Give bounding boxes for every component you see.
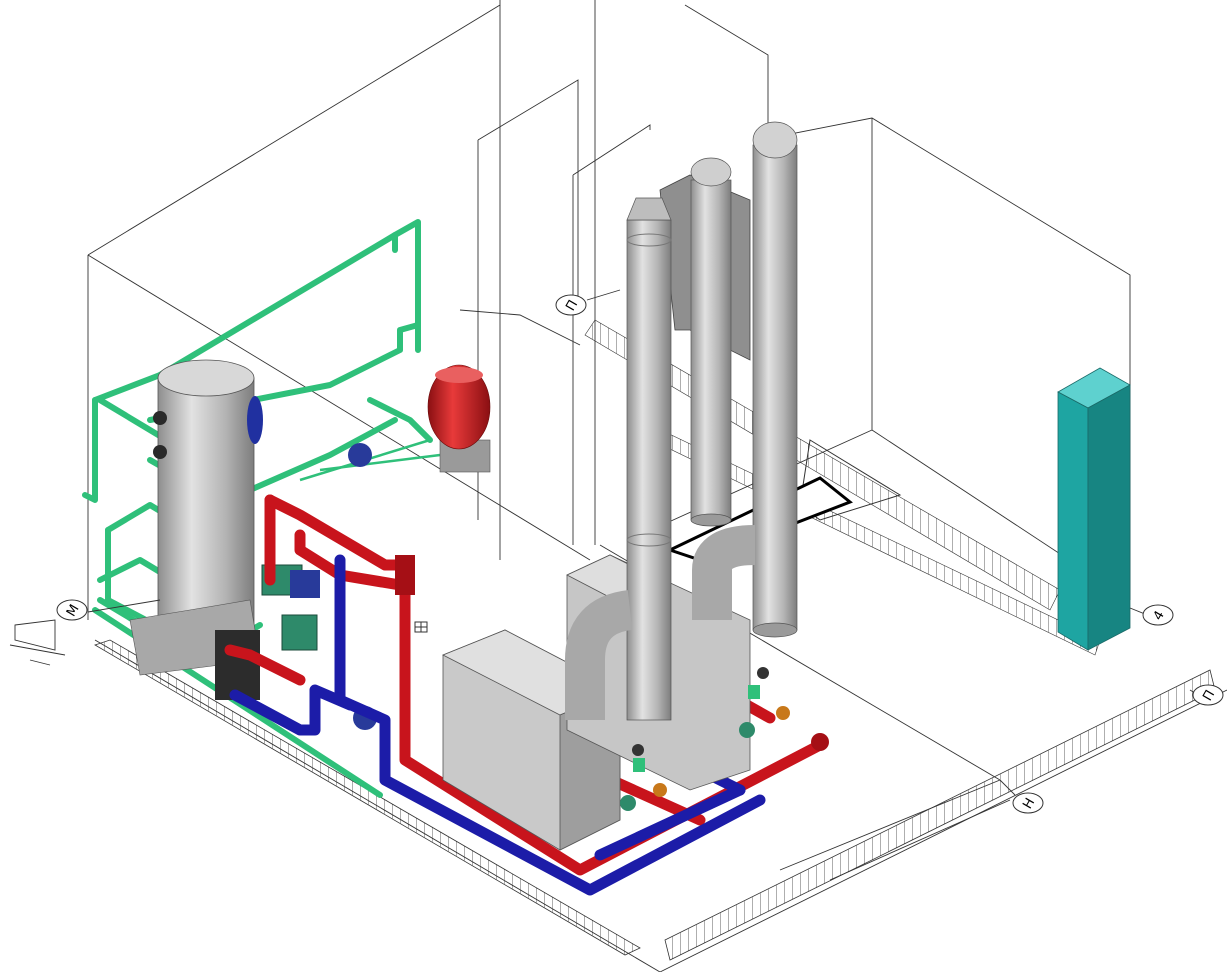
- axis-label-n: Н: [999, 779, 1044, 814]
- storage-water-heater: [129, 359, 263, 676]
- axis-label-m: М: [56, 599, 161, 621]
- axis-label-p-right: П: [1189, 684, 1224, 706]
- supply-pipe-fittings: [395, 555, 829, 751]
- electrical-cabinet: [1057, 367, 1131, 651]
- flue-connectors: [565, 525, 756, 720]
- chimney-3: [752, 121, 798, 638]
- floor-drain-symbol: [414, 621, 428, 633]
- left-section-mark: [9, 619, 66, 666]
- chimney-2: [690, 157, 732, 527]
- chimney-1: [626, 197, 672, 721]
- axis-label-p-top: П: [555, 289, 621, 316]
- right-valve-assembly: [620, 667, 790, 811]
- expansion-tank: [427, 364, 491, 473]
- axis-label-4: 4: [1129, 604, 1174, 626]
